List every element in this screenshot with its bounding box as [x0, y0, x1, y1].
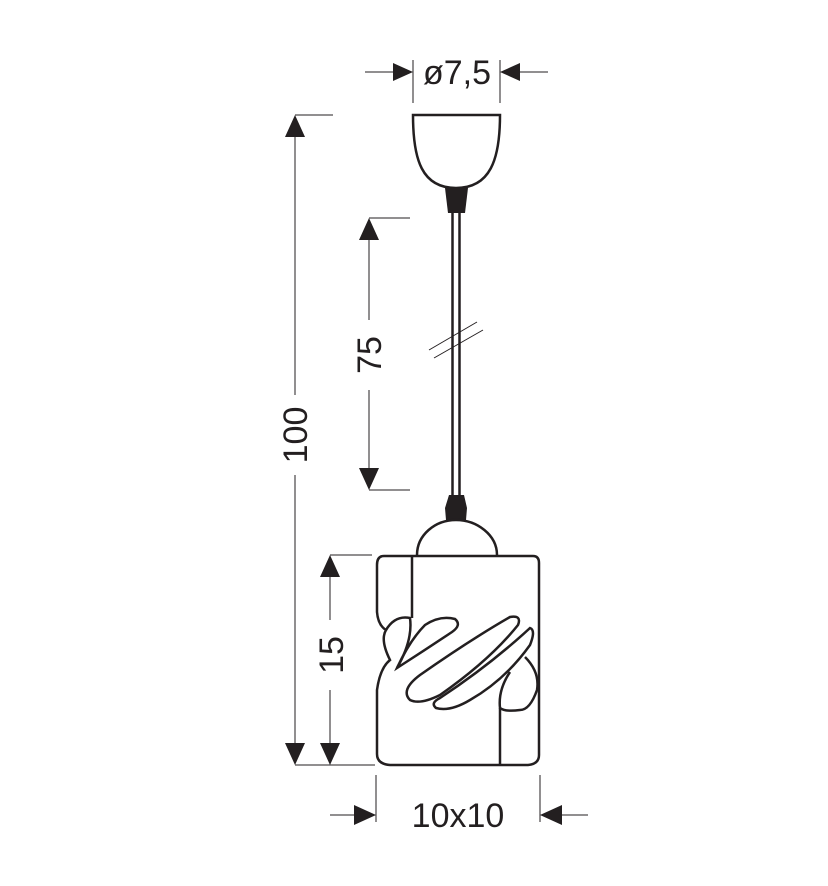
- cord-length-label: 75: [351, 336, 389, 374]
- lamp-shade: [375, 554, 541, 767]
- total-height-label: 100: [277, 407, 315, 464]
- cord: [428, 213, 484, 495]
- dimension-cord-length: 75: [351, 217, 410, 491]
- canopy: [411, 113, 502, 213]
- dimension-shade-size: 10x10: [330, 775, 588, 835]
- shade-size-label: 10x10: [412, 797, 505, 835]
- canopy-diameter-label: ø7,5: [423, 54, 491, 92]
- dimension-canopy-diameter: ø7,5: [365, 54, 548, 103]
- shade-height-label: 15: [313, 636, 351, 674]
- dimension-total-height: 100: [277, 114, 375, 766]
- lamp-holder: [415, 495, 499, 556]
- dimension-shade-height: 15: [313, 554, 372, 765]
